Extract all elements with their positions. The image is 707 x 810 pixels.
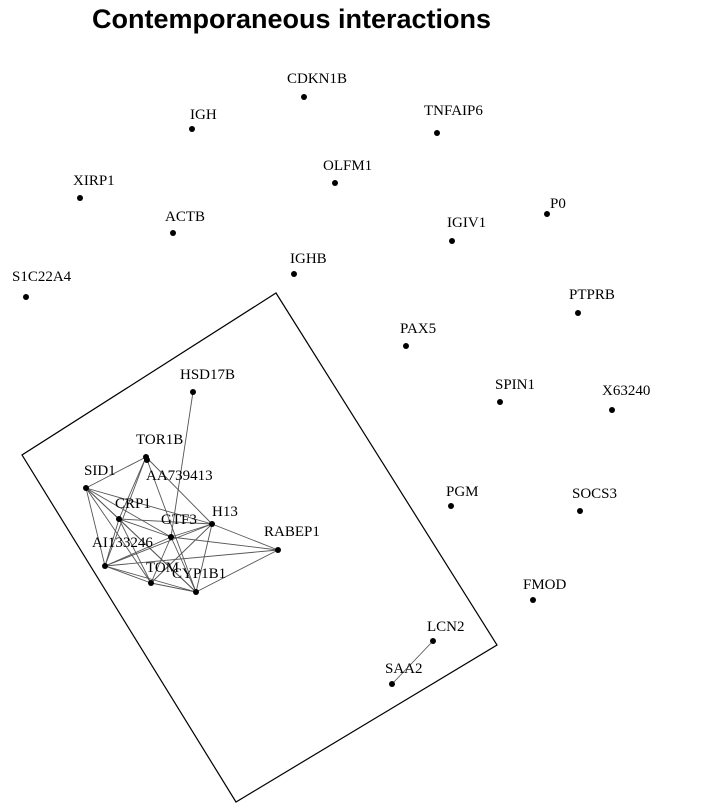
edge-h13-cyp1b1 [195, 523, 213, 593]
edge-sid1-h13 [85, 487, 213, 525]
edge-sid1-gtf3 [85, 487, 172, 538]
node-dot-ighb [291, 271, 297, 277]
node-label-tnfaip6: TNFAIP6 [424, 103, 483, 119]
node-dot-aa739413 [144, 457, 150, 463]
node-dot-igh [189, 126, 195, 132]
node-dot-fmod [530, 597, 536, 603]
node-dot-lcn2 [430, 638, 436, 644]
edge-ai133246-tom [104, 565, 152, 584]
node-label-ighb: IGHB [290, 251, 327, 267]
node-dot-tom [148, 580, 154, 586]
edge-sid1-tom [85, 487, 152, 584]
node-label-ai133246: AI133246 [92, 535, 153, 551]
node-label-tom: TOM [146, 560, 179, 576]
edge-h13-ai133246 [104, 523, 213, 567]
edge-hsd17b-gtf3 [170, 391, 194, 538]
edge-tor1b-h13 [145, 456, 213, 525]
node-label-p0: P0 [550, 196, 566, 212]
node-label-actb: ACTB [165, 209, 205, 225]
node-dot-h13 [209, 521, 215, 527]
cluster-frame [21, 292, 498, 803]
node-dot-rabep1 [275, 547, 281, 553]
node-dot-ptprb [575, 310, 581, 316]
edge-gtf3-rabep1 [170, 536, 279, 551]
edge-tom-cyp1b1 [150, 582, 197, 593]
edge-lcn2-saa2 [391, 640, 434, 685]
node-dot-tnfaip6 [434, 130, 440, 136]
node-dot-igiv1 [449, 238, 455, 244]
node-label-fmod: FMOD [523, 577, 567, 593]
node-dot-actb [170, 230, 176, 236]
edges [85, 391, 434, 685]
edge-h13-rabep1 [211, 523, 279, 551]
edge-gtf3-tom [150, 536, 172, 584]
node-label-lcn2: LCN2 [427, 619, 465, 635]
node-label-h13: H13 [212, 504, 238, 520]
edge-tor1b-sid1 [85, 456, 147, 489]
node-label-aa739413: AA739413 [146, 468, 213, 484]
node-dot-crp1 [116, 516, 122, 522]
node-label-ptprb: PTPRB [569, 287, 615, 303]
edge-crp1-tom [118, 518, 152, 584]
node-label-igiv1: IGIV1 [447, 215, 486, 231]
node-dot-hsd17b [190, 389, 196, 395]
node-label-sid1: SID1 [84, 463, 116, 479]
node-label-rabep1: RABEP1 [264, 524, 320, 540]
node-dot-saa2 [389, 681, 395, 687]
node-dot-cdkn1b [301, 94, 307, 100]
edge-tor1b-cyp1b1 [145, 456, 197, 593]
node-dot-p0 [544, 211, 550, 217]
node-label-gtf3: GTF3 [161, 512, 197, 528]
node-dot-olfm1 [332, 180, 338, 186]
edge-rabep1-ai133246 [104, 549, 279, 567]
node-label-pax5: PAX5 [400, 321, 436, 337]
node-label-xirp1: XIRP1 [73, 173, 115, 189]
node-label-cyp1b1: CYP1B1 [172, 566, 226, 582]
node-dot-pax5 [403, 343, 409, 349]
edge-ai133246-cyp1b1 [104, 565, 197, 593]
diagram-title: Contemporaneous interactions [92, 4, 492, 34]
node-label-socs3: SOCS3 [572, 486, 617, 502]
edge-gtf3-cyp1b1 [170, 536, 197, 593]
node-dot-ai133246 [102, 563, 108, 569]
node-label-olfm1: OLFM1 [323, 158, 372, 174]
node-dot-gtf3 [168, 534, 174, 540]
edge-sid1-ai133246 [85, 487, 106, 567]
edge-crp1-h13 [118, 518, 213, 525]
edge-h13-tom [150, 523, 213, 584]
node-label-cdkn1b: CDKN1B [287, 71, 347, 87]
edge-crp1-cyp1b1 [118, 518, 197, 593]
node-dot-x63240 [609, 407, 615, 413]
node-dot-pgm [448, 503, 454, 509]
node-label-crp1: CRP1 [115, 496, 151, 512]
edge-tor1b-ai133246 [104, 456, 147, 567]
node-dot-s1c22a4 [23, 294, 29, 300]
node-label-x63240: X63240 [602, 383, 650, 399]
node-label-tor1b: TOR1B [136, 432, 183, 448]
node-label-s1c22a4: S1C22A4 [12, 269, 72, 285]
node-label-igh: IGH [190, 107, 217, 123]
node-dot-spin1 [497, 399, 503, 405]
edge-rabep1-cyp1b1 [195, 549, 279, 593]
node-dot-cyp1b1 [193, 589, 199, 595]
edge-tor1b-crp1 [118, 456, 147, 520]
edge-gtf3-h13 [170, 523, 213, 538]
node-dot-xirp1 [77, 195, 83, 201]
node-label-saa2: SAA2 [385, 661, 423, 677]
edge-gtf3-ai133246 [104, 536, 172, 567]
node-dot-socs3 [577, 508, 583, 514]
node-label-spin1: SPIN1 [495, 377, 535, 393]
edge-crp1-gtf3 [118, 518, 172, 538]
node-dot-sid1 [83, 485, 89, 491]
edge-crp1-ai133246 [104, 518, 120, 567]
node-label-hsd17b: HSD17B [180, 367, 235, 383]
node-label-pgm: PGM [446, 484, 479, 500]
